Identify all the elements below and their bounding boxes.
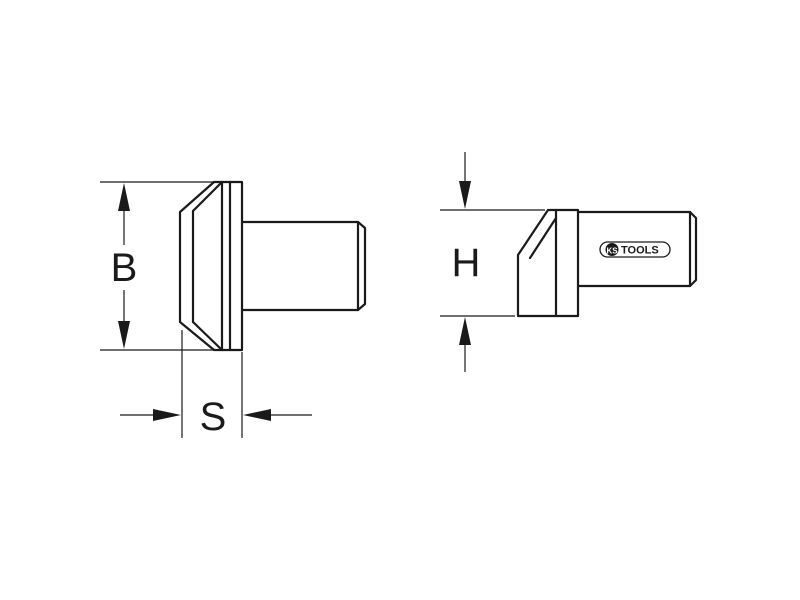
arrow-right-icon bbox=[153, 409, 181, 421]
dimension-s: S bbox=[120, 330, 312, 439]
arrow-up-icon bbox=[459, 317, 471, 345]
side-view-part bbox=[516, 208, 698, 318]
label-b: B bbox=[111, 246, 138, 290]
label-s: S bbox=[200, 395, 227, 439]
ks-tools-logo: KS TOOLS bbox=[599, 241, 671, 258]
arrow-down-icon bbox=[118, 321, 130, 349]
logo-prefix: KS bbox=[606, 247, 618, 256]
arrow-left-icon bbox=[243, 409, 271, 421]
dimension-b: B bbox=[100, 181, 240, 351]
front-view-part bbox=[178, 180, 367, 352]
dimension-h: H bbox=[440, 152, 545, 372]
arrow-up-icon bbox=[118, 183, 130, 211]
logo-suffix: TOOLS bbox=[621, 245, 659, 257]
arrow-down-icon bbox=[459, 181, 471, 209]
label-h: H bbox=[452, 241, 481, 285]
